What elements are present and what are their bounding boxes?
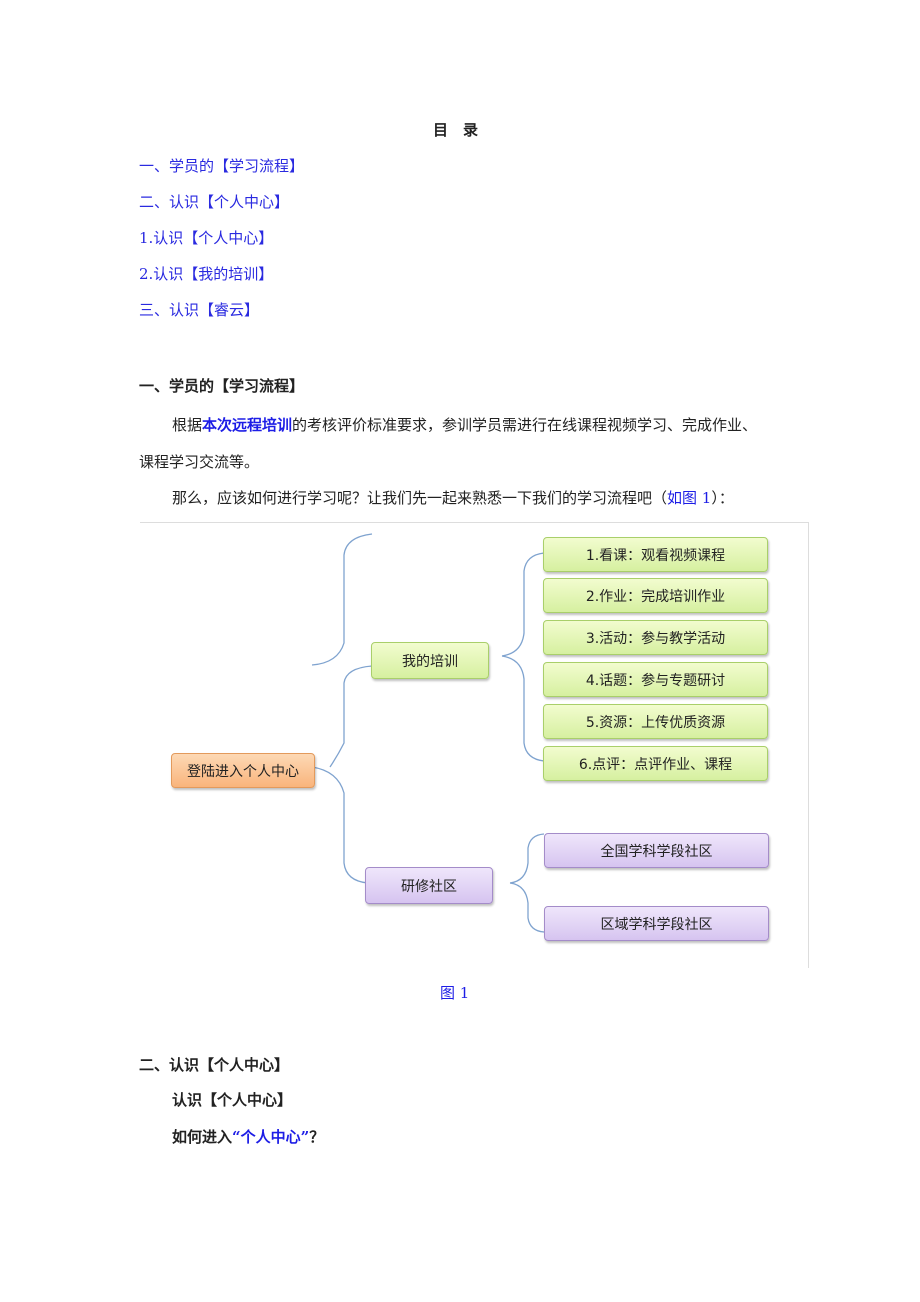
paragraph: 根据本次远程培训的考核评价标准要求，参训学员需进行在线课程视频学习、完成作业、 xyxy=(172,415,757,435)
subsection-heading: 认识【个人中心】 xyxy=(172,1091,293,1109)
question-heading: 如何进入“个人中心”？ xyxy=(172,1127,324,1147)
toc-link[interactable]: 二、认识【个人中心】 xyxy=(139,193,290,211)
text: 如何进入 xyxy=(172,1128,233,1146)
text: 的考核评价标准要求，参训学员需进行在线课程视频学习、完成作业、 xyxy=(292,416,758,434)
text: 根据 xyxy=(172,416,203,434)
node-community-item: 区域学科学段社区 xyxy=(544,906,769,941)
toc-title: 目 录 xyxy=(433,121,479,139)
toc-link[interactable]: 2.认识【我的培训】 xyxy=(139,265,274,283)
node-community-item: 全国学科学段社区 xyxy=(544,833,769,868)
link[interactable]: 本次远程培训 xyxy=(202,416,293,434)
paragraph: 那么，应该如何进行学习呢？让我们先一起来熟悉一下我们的学习流程吧（如图 1）： xyxy=(172,488,734,508)
connector-lines xyxy=(311,533,545,933)
text: ）： xyxy=(711,489,734,507)
learning-flow-diagram: 登陆进入个人中心 我的培训 研修社区 1.看课：观看视频课程 2.作业：完成培训… xyxy=(140,522,809,968)
node-training-item: 1.看课：观看视频课程 xyxy=(543,537,768,572)
node-root: 登陆进入个人中心 xyxy=(171,753,315,788)
section-heading: 二、认识【个人中心】 xyxy=(139,1056,290,1074)
text: ？ xyxy=(309,1128,325,1146)
figure-link[interactable]: 如图 1 xyxy=(667,489,712,507)
node-training-item: 6.点评：点评作业、课程 xyxy=(543,746,768,781)
toc-link[interactable]: 三、认识【睿云】 xyxy=(139,301,260,319)
node-training-item: 5.资源：上传优质资源 xyxy=(543,704,768,739)
node-community: 研修社区 xyxy=(365,867,493,904)
paragraph-continuation: 课程学习交流等。 xyxy=(139,453,260,471)
figure-caption: 图 1 xyxy=(440,984,470,1002)
section-heading: 一、学员的【学习流程】 xyxy=(139,377,305,395)
node-training-item: 2.作业：完成培训作业 xyxy=(543,578,768,613)
node-training-item: 3.活动：参与教学活动 xyxy=(543,620,768,655)
toc-link[interactable]: 1.认识【个人中心】 xyxy=(139,229,274,247)
node-my-training: 我的培训 xyxy=(371,642,489,679)
link[interactable]: “个人中心” xyxy=(232,1128,310,1146)
node-training-item: 4.话题：参与专题研讨 xyxy=(543,662,768,697)
text: 那么，应该如何进行学习呢？让我们先一起来熟悉一下我们的学习流程吧（ xyxy=(172,489,668,507)
toc-link[interactable]: 一、学员的【学习流程】 xyxy=(139,157,305,175)
